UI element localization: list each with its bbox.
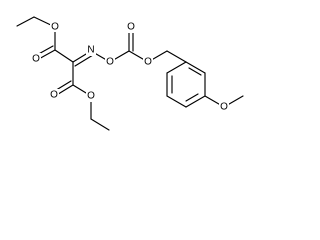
bond-ring-4 <box>166 95 187 108</box>
atom-o-top-carbonyl: O <box>32 54 40 65</box>
chemical-structure-diagram: O O N O O O O O O <box>16 16 244 131</box>
atom-o-carbonate-top: O <box>127 22 135 33</box>
bond-ring-3 <box>185 95 206 108</box>
bond-ring-inner-1 <box>188 67 202 76</box>
bond-ring-6 <box>166 61 187 74</box>
atom-o-carbonate-single: O <box>144 57 152 68</box>
atom-o-bottom-ester: O <box>87 91 95 102</box>
bond-ch2-aryl <box>166 50 187 63</box>
bond-top-ethyl-ch3-ch2 <box>16 16 35 27</box>
atom-o-oxime: O <box>106 57 114 68</box>
atom-o-bottom-carbonyl: O <box>50 90 58 101</box>
bond-ring-1 <box>185 61 206 74</box>
bond-top-ester-c-central-c <box>54 49 74 63</box>
atom-n-oxime: N <box>87 45 94 56</box>
atom-o-methoxy: O <box>220 102 228 113</box>
bond-central-c-n-2 <box>74 54 94 67</box>
atom-o-top-ester: O <box>51 22 59 33</box>
bond-ring-inner-2 <box>185 93 199 102</box>
bond-bottom-ethyl-ch2-ch3 <box>90 118 110 131</box>
